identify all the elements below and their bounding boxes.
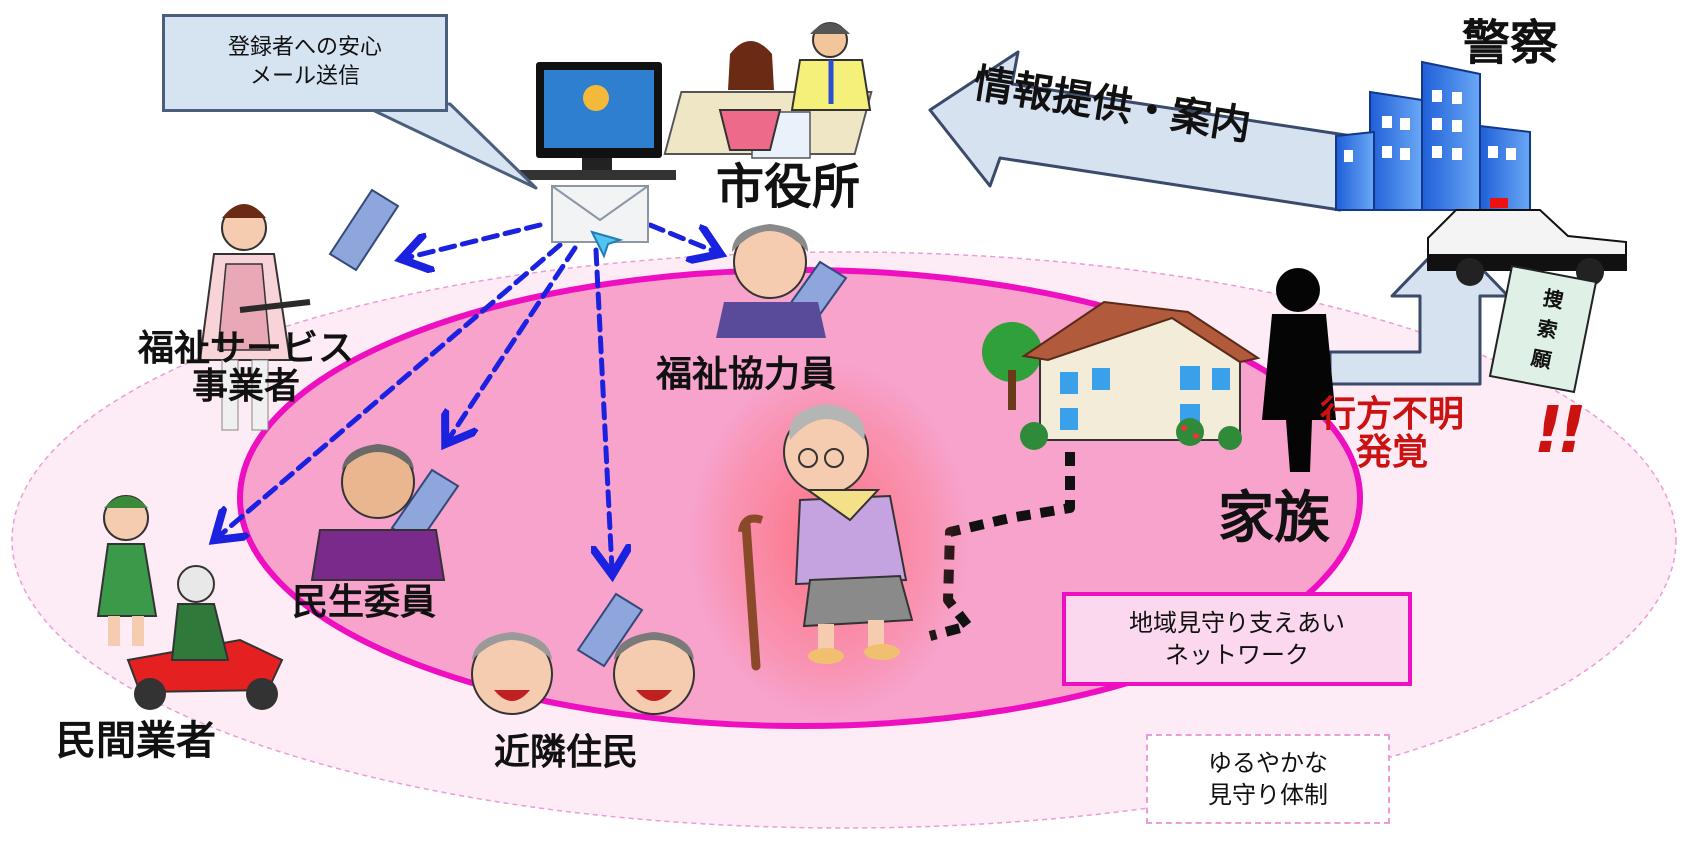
- callout-line-2: メール送信: [249, 64, 360, 89]
- network-box: 地域見守り支えあい ネットワーク: [1062, 592, 1412, 686]
- missing-alert-line-2: 発覚: [1356, 431, 1429, 473]
- network-box-line-1: 地域見守り支えあい: [1129, 608, 1345, 637]
- welfare-cooperator-icon: [716, 224, 826, 338]
- welfare-provider-label-line-2: 事業者: [192, 365, 301, 407]
- loose-watch-box-line-2: 見守り体制: [1208, 781, 1328, 809]
- alert-exclamation: !!: [1534, 394, 1586, 468]
- house-icon: [982, 300, 1261, 450]
- arrow-to-commissioner: [448, 245, 578, 440]
- info-arrow: [928, 50, 1354, 212]
- network-box-line-2: ネットワーク: [1165, 641, 1309, 669]
- search-request-paper-icon: [1488, 264, 1598, 394]
- private-business-icon: [96, 495, 284, 710]
- missing-alert: 行方不明 発覚: [1320, 396, 1464, 472]
- arrow-to-welfare-provider: [406, 222, 543, 258]
- welfare-commissioner-icon: [310, 444, 446, 581]
- city-hall-label: 市役所: [716, 159, 861, 215]
- neighbors-icon: [471, 632, 695, 715]
- computer-icon: [520, 62, 676, 180]
- welfare-provider-label: 福祉サービス 事業者: [138, 330, 354, 406]
- callout-pointer: [358, 102, 538, 190]
- city-hall-staff-icon: [663, 22, 873, 159]
- arrow-to-neighbors: [596, 247, 612, 570]
- family-label: 家族: [1218, 486, 1330, 551]
- welfare-provider-label-line-1: 福祉サービス: [138, 328, 355, 369]
- police-label: 警察: [1462, 15, 1559, 71]
- police-car-icon: [1427, 198, 1627, 286]
- mobile-phone-icons: [328, 188, 848, 668]
- missing-alert-line-1: 行方不明: [1320, 394, 1465, 435]
- search-request-char-2: 索: [1535, 315, 1559, 342]
- private-business-label: 民間業者: [56, 718, 216, 764]
- arrow-to-cooperator: [647, 222, 716, 252]
- welfare-commissioner-label: 民生委員: [292, 582, 437, 623]
- neighbors-label: 近隣住民: [494, 732, 639, 773]
- email-icon: [551, 185, 649, 259]
- loose-watch-box: ゆるやかな 見守り体制: [1146, 734, 1390, 824]
- welfare-cooperator-label: 福祉協力員: [656, 354, 837, 395]
- welfare-staff-icon: [198, 204, 311, 431]
- family-silhouette-icon: [1262, 268, 1336, 472]
- callout-line-1: 登録者への安心: [227, 35, 382, 61]
- loose-watch-box-line-1: ゆるやかな: [1208, 748, 1328, 777]
- email-callout: 登録者への安心 メール送信: [162, 14, 448, 112]
- police-building-icon: [1335, 60, 1531, 211]
- elderly-wanderer-icon: [690, 362, 970, 718]
- arrow-to-private-business: [218, 242, 563, 537]
